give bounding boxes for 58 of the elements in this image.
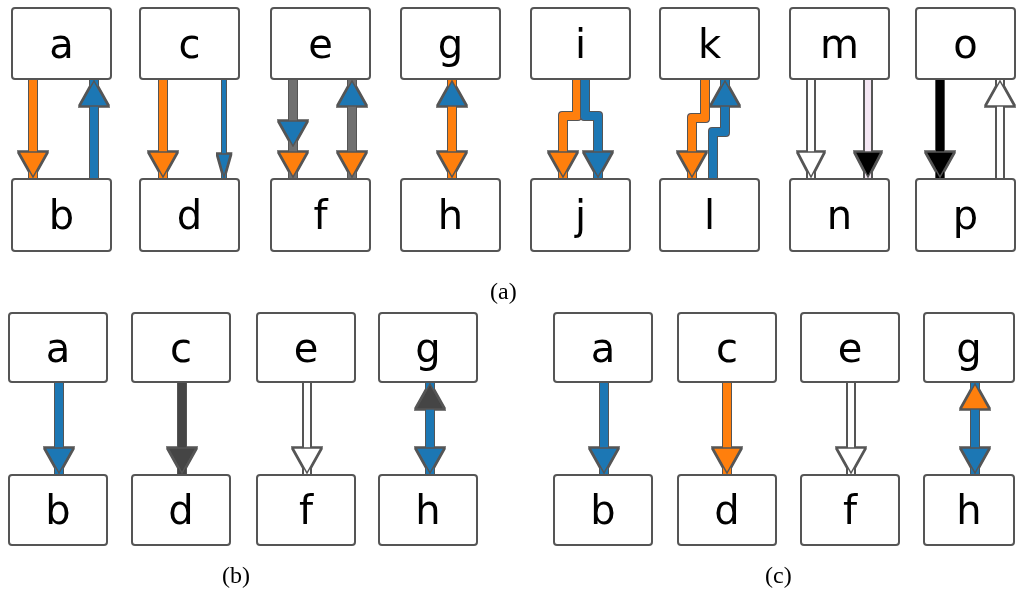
node-box: o xyxy=(915,7,1016,80)
node-box: e xyxy=(270,7,371,80)
arrow xyxy=(581,80,613,178)
node-box: d xyxy=(139,178,240,252)
node-box: g xyxy=(378,312,478,383)
arrow xyxy=(985,80,1015,178)
panel-caption: (b) xyxy=(222,562,250,589)
node-box: f xyxy=(270,178,371,252)
arrow xyxy=(278,80,308,178)
node-box: g xyxy=(923,312,1015,383)
arrow xyxy=(854,80,882,178)
arrow xyxy=(709,80,740,178)
arrow xyxy=(337,80,367,178)
node-box: c xyxy=(131,312,231,383)
node-box: f xyxy=(800,474,900,546)
arrow xyxy=(44,383,74,474)
arrow xyxy=(677,80,709,178)
node-box: p xyxy=(915,178,1016,252)
node-box: g xyxy=(400,7,501,80)
node-box: a xyxy=(11,7,112,80)
node-box: m xyxy=(789,7,890,80)
arrow xyxy=(415,383,445,474)
node-box: b xyxy=(11,178,112,252)
node-box: c xyxy=(139,7,240,80)
arrow xyxy=(167,383,197,474)
node-box: j xyxy=(530,178,631,252)
node-box: n xyxy=(789,178,890,252)
arrow xyxy=(925,80,955,178)
arrow xyxy=(836,383,866,474)
arrow xyxy=(960,383,990,474)
node-box: b xyxy=(553,474,653,546)
arrow xyxy=(292,383,322,474)
arrow xyxy=(712,383,742,474)
node-box: h xyxy=(923,474,1015,546)
arrow xyxy=(548,80,581,178)
node-box: h xyxy=(378,474,478,546)
node-box: l xyxy=(659,178,760,252)
node-box: a xyxy=(553,312,653,383)
arrow xyxy=(589,383,619,474)
node-box: a xyxy=(8,312,108,383)
node-box: e xyxy=(800,312,900,383)
panel-caption: (a) xyxy=(490,278,517,305)
node-box: f xyxy=(256,474,356,546)
arrow xyxy=(18,80,48,178)
arrow xyxy=(216,80,232,178)
node-box: e xyxy=(256,312,356,383)
arrow xyxy=(148,80,178,178)
panel-caption: (c) xyxy=(765,562,792,589)
node-box: i xyxy=(530,7,631,80)
node-box: k xyxy=(659,7,760,80)
arrow xyxy=(437,80,467,178)
node-box: d xyxy=(677,474,777,546)
arrow xyxy=(79,80,109,178)
node-box: b xyxy=(8,474,108,546)
node-box: h xyxy=(400,178,501,252)
node-box: d xyxy=(131,474,231,546)
node-box: c xyxy=(677,312,777,383)
arrow xyxy=(797,80,825,178)
